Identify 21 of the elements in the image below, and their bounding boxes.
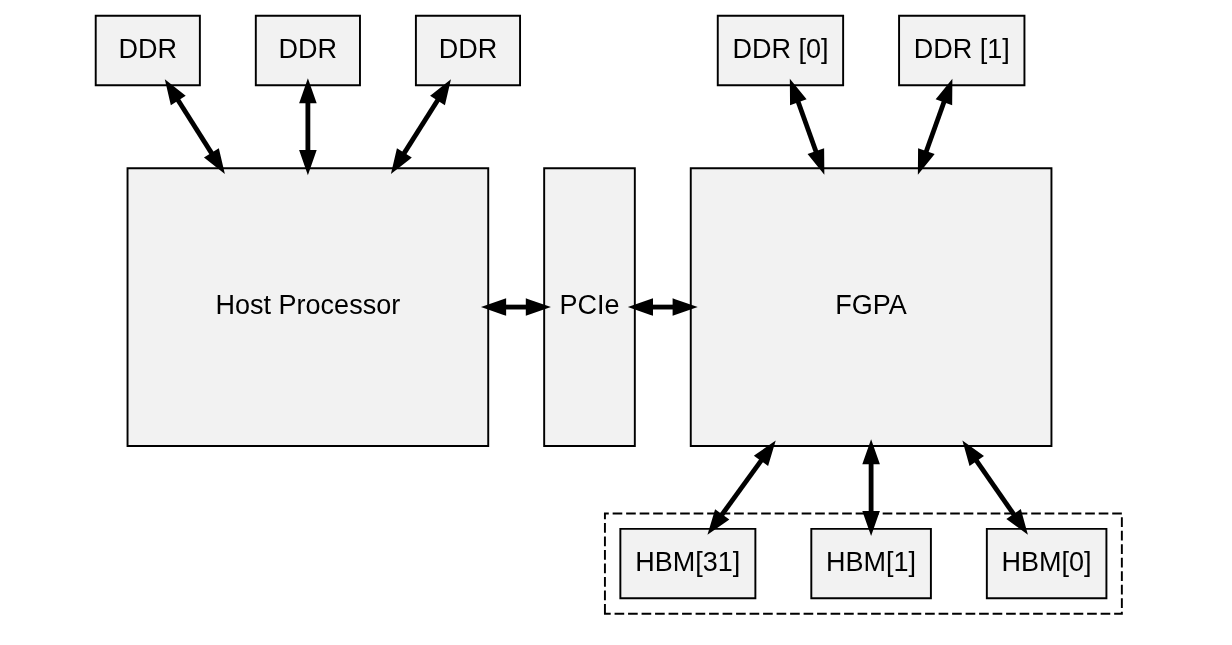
node-box: DDR: [414, 14, 521, 87]
arrow: [164, 79, 225, 175]
node-box: HBM[1]: [809, 527, 932, 600]
node-box: HBM[31]: [618, 527, 756, 600]
arrow: [961, 440, 1028, 535]
arrow: [789, 78, 824, 175]
node-box: FGPA: [689, 167, 1052, 447]
node-box: DDR: [94, 14, 201, 87]
arrow: [627, 298, 698, 316]
node-box: DDR: [254, 14, 361, 87]
node-box: HBM[0]: [985, 527, 1107, 600]
arrow: [298, 78, 317, 176]
arrow: [917, 78, 952, 175]
arrow: [861, 439, 880, 537]
arrow: [390, 79, 451, 175]
arrow: [480, 298, 551, 316]
node-box: DDR [0]: [716, 14, 844, 87]
arrow: [706, 440, 776, 535]
node-box: Host Processor: [126, 167, 489, 447]
node-box: DDR [1]: [897, 14, 1025, 87]
node-box: PCIe: [542, 167, 636, 447]
